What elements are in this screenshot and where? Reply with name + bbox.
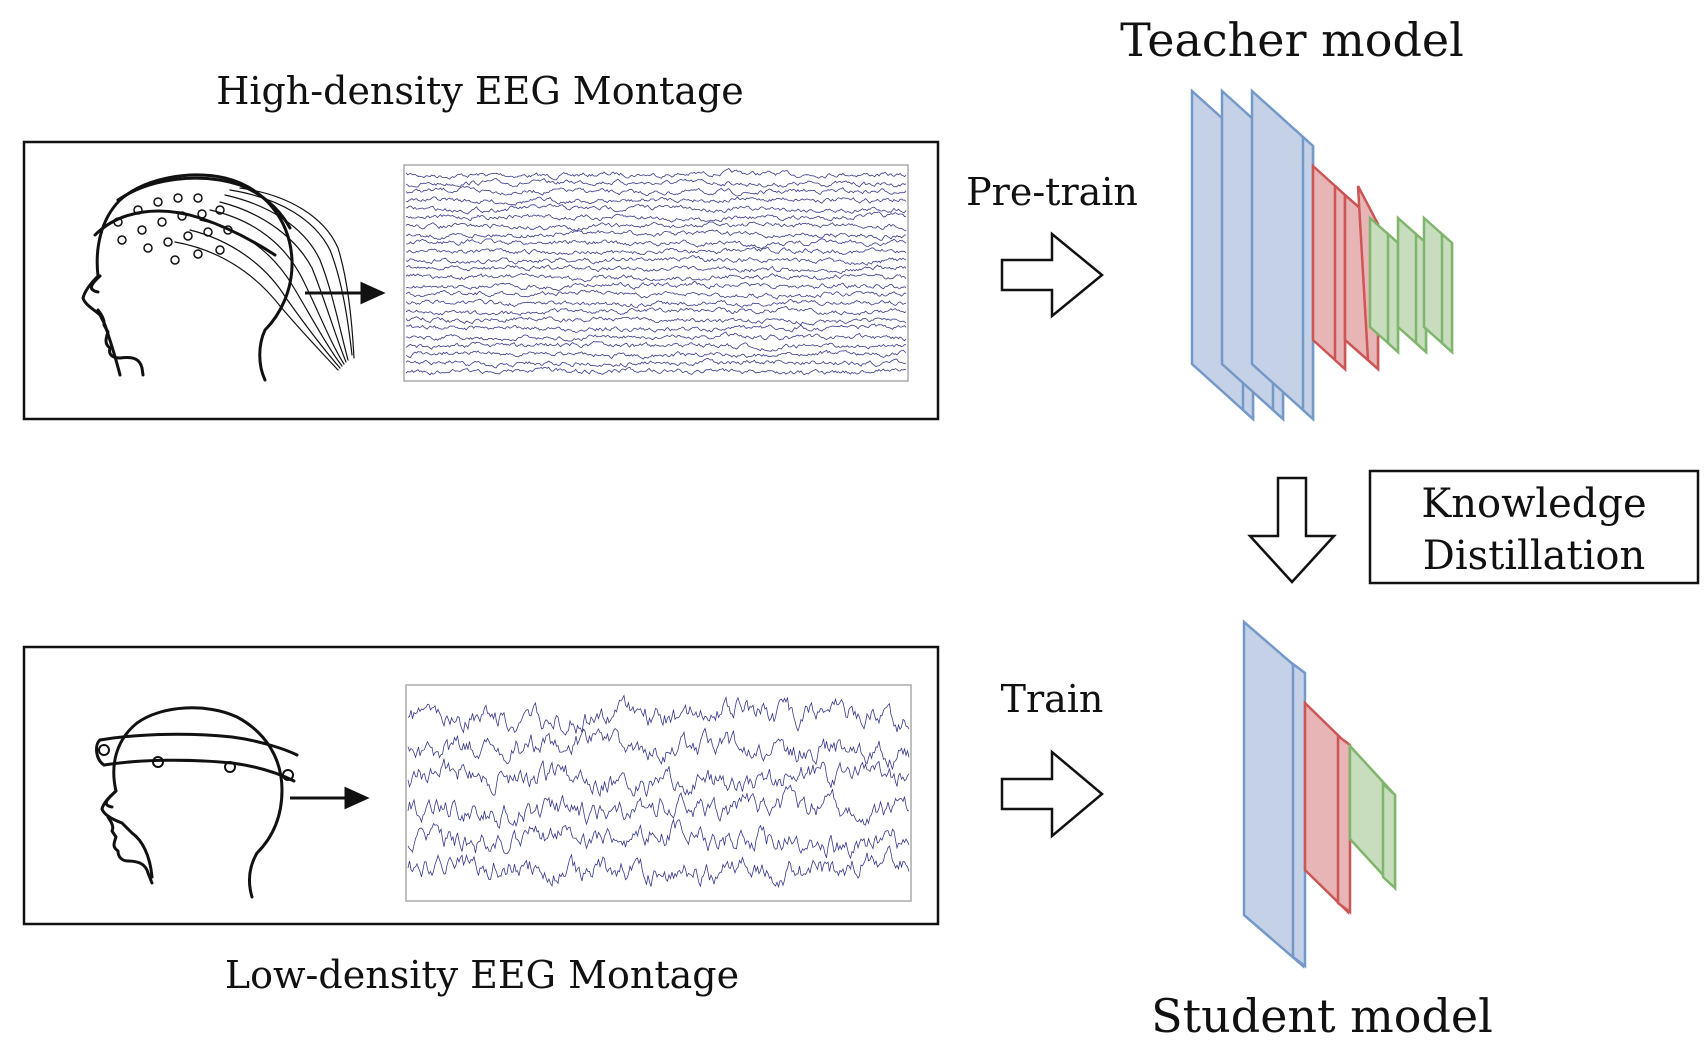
low-density-channel-trace bbox=[407, 758, 910, 798]
high-density-channel-trace bbox=[405, 305, 907, 316]
student-fc-layer bbox=[1348, 742, 1397, 892]
low-density-eeg-signals bbox=[407, 694, 910, 889]
pretrain-label: Pre-train bbox=[966, 170, 1138, 214]
student-conv-layer bbox=[1242, 619, 1307, 969]
pretrain-arrow bbox=[1000, 231, 1104, 319]
student-pool-layer bbox=[1303, 700, 1352, 915]
low-density-channel-trace bbox=[407, 784, 910, 829]
high-density-head-icon bbox=[81, 173, 355, 382]
teacher-fc-layer-2 bbox=[1396, 215, 1428, 355]
high-density-channel-trace bbox=[405, 246, 907, 256]
student-model-title: Student model bbox=[1151, 989, 1493, 1043]
high-density-channel-trace bbox=[405, 366, 907, 376]
high-density-arrow bbox=[305, 281, 386, 305]
teacher-fc-layer-1 bbox=[1368, 215, 1400, 355]
knowledge-distillation-line1: Knowledge bbox=[1421, 481, 1646, 527]
low-density-channel-trace bbox=[407, 694, 910, 736]
high-density-eeg-signal-box bbox=[403, 164, 909, 382]
low-density-panel bbox=[22, 645, 940, 926]
high-density-channel-trace bbox=[405, 264, 907, 275]
high-density-channel-trace bbox=[405, 196, 907, 206]
high-density-channel-trace bbox=[405, 177, 907, 188]
low-density-channel-trace bbox=[407, 727, 910, 770]
high-density-channel-trace bbox=[405, 168, 907, 181]
high-density-eeg-signals bbox=[405, 168, 907, 376]
high-density-channel-trace bbox=[405, 221, 907, 232]
high-density-panel bbox=[22, 140, 940, 421]
high-density-channel-trace bbox=[405, 203, 907, 215]
high-density-channel-trace bbox=[405, 211, 907, 223]
high-density-channel-trace bbox=[405, 298, 906, 309]
teacher-conv-layer-3 bbox=[1250, 88, 1315, 422]
high-density-channel-trace bbox=[405, 229, 906, 241]
low-density-head-icon bbox=[95, 706, 299, 899]
high-density-title: High-density EEG Montage bbox=[216, 69, 744, 113]
student-model-network bbox=[1242, 619, 1397, 969]
high-density-channel-trace bbox=[405, 349, 907, 360]
high-density-channel-trace bbox=[406, 331, 907, 342]
high-density-channel-trace bbox=[405, 238, 907, 250]
high-density-channel-trace bbox=[405, 281, 907, 291]
low-density-channel-trace bbox=[407, 818, 910, 860]
teacher-model-network bbox=[1190, 88, 1454, 422]
low-density-title: Low-density EEG Montage bbox=[225, 953, 739, 997]
low-density-channel-trace bbox=[407, 845, 910, 889]
teacher-fc-layer-3 bbox=[1422, 215, 1454, 355]
high-density-channel-trace bbox=[405, 255, 907, 266]
high-density-channel-trace bbox=[405, 185, 907, 197]
teacher-model-title: Teacher model bbox=[1120, 13, 1464, 67]
low-density-eeg-signal-box bbox=[405, 684, 912, 902]
high-density-channel-trace bbox=[405, 289, 907, 300]
high-density-channel-trace bbox=[405, 357, 907, 369]
low-density-arrow bbox=[290, 786, 370, 810]
knowledge-distillation-line2: Distillation bbox=[1423, 533, 1645, 579]
high-density-channel-trace bbox=[405, 323, 907, 333]
train-arrow bbox=[1000, 749, 1104, 839]
high-density-channel-trace bbox=[405, 273, 907, 283]
teacher-pool-layer-1 bbox=[1311, 163, 1347, 372]
knowledge-distillation-box bbox=[1368, 469, 1700, 585]
high-density-channel-trace bbox=[405, 341, 907, 352]
high-density-channel-trace bbox=[405, 316, 907, 326]
train-label: Train bbox=[1001, 677, 1104, 721]
knowledge-distillation-arrow bbox=[1247, 476, 1337, 584]
